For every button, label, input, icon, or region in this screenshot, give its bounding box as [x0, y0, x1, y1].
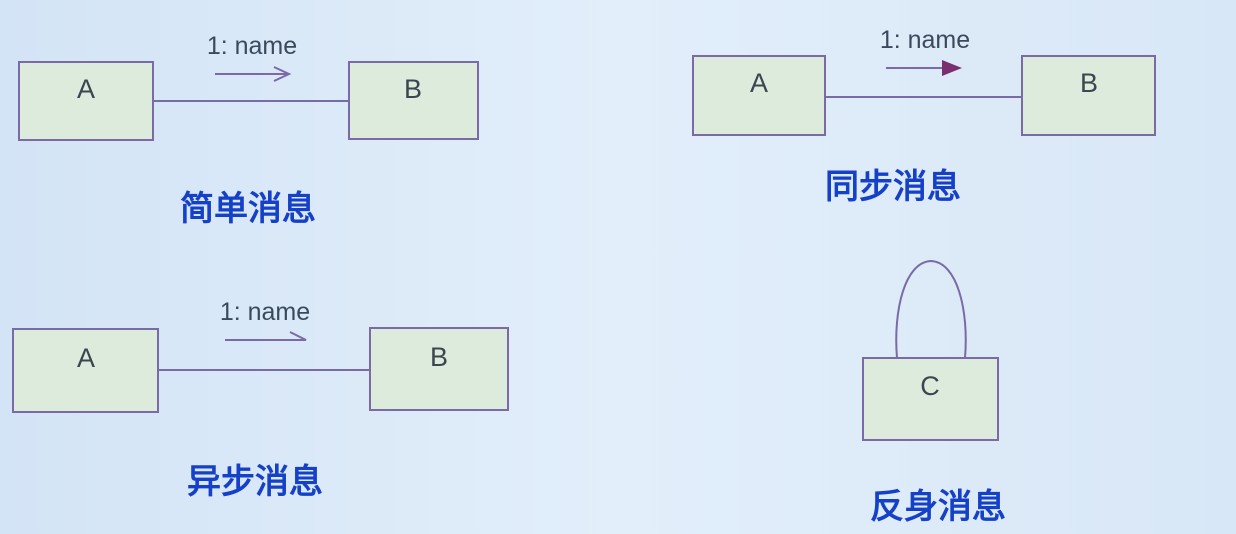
message-label: 1: name: [220, 298, 310, 326]
async-message-group: A B 1: name 异步消息: [12, 298, 509, 502]
sync-message-group: A B 1: name 同步消息: [692, 26, 1156, 207]
reflexive-message-group: C 反身消息: [862, 259, 1006, 527]
object-a-box: [692, 55, 826, 136]
object-a-label: A: [750, 68, 768, 98]
object-c-label: C: [920, 371, 940, 401]
object-a-label: A: [77, 74, 95, 104]
caption: 反身消息: [870, 487, 1006, 527]
object-b-box: [369, 327, 509, 411]
caption: 简单消息: [180, 189, 316, 229]
object-b-label: B: [1080, 68, 1098, 98]
object-b-label: B: [430, 342, 448, 372]
object-b-label: B: [404, 74, 422, 104]
object-a-label: A: [77, 343, 95, 373]
filled-arrowhead-icon: [942, 60, 962, 76]
object-a-box: [12, 328, 159, 413]
half-arrow-icon: [225, 331, 307, 341]
message-label: 1: name: [880, 26, 970, 54]
self-loop-line: [895, 259, 967, 359]
caption: 异步消息: [187, 462, 323, 502]
simple-arrow-icon: [215, 66, 292, 82]
message-label: 1: name: [207, 32, 297, 60]
simple-message-group: A B 1: name 简单消息: [18, 32, 479, 229]
object-b-box: [348, 61, 479, 140]
object-c-box: [862, 357, 999, 441]
object-b-box: [1021, 55, 1156, 136]
object-a-box: [18, 61, 154, 141]
caption: 同步消息: [825, 167, 961, 207]
